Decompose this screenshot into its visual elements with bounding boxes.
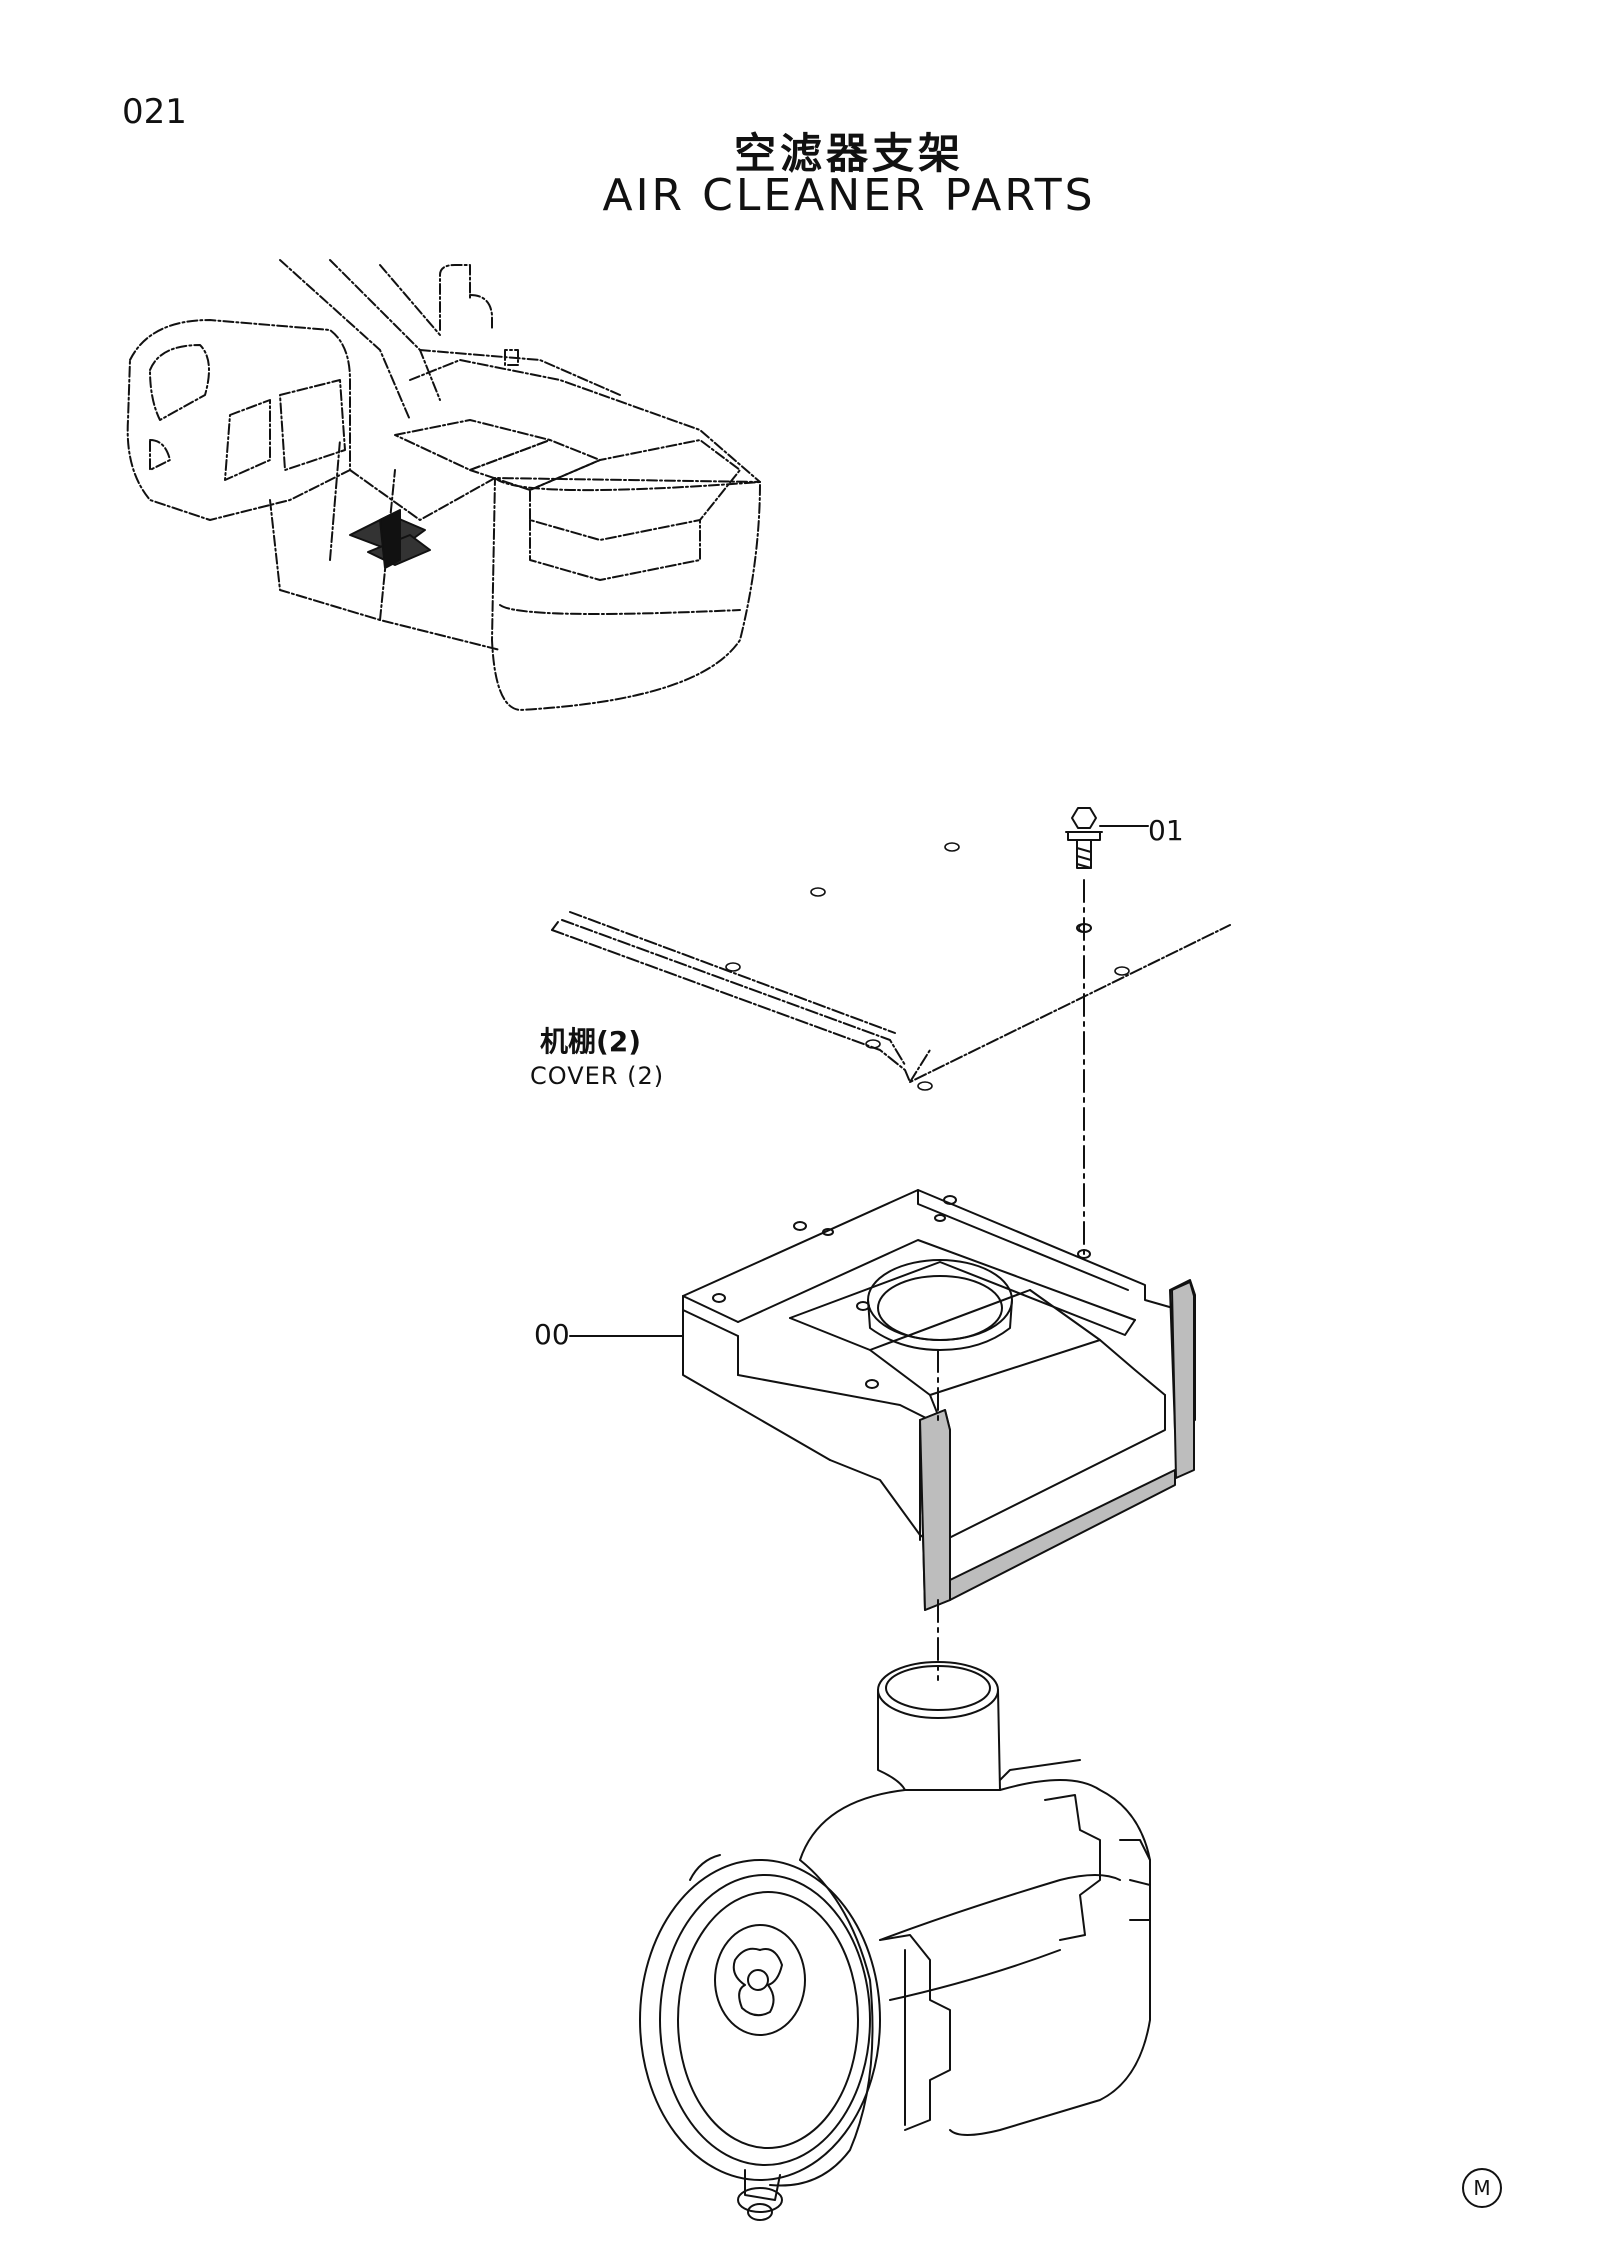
cover-panel-drawing [551,911,1231,1083]
cover-label-english: COVER (2) [530,1062,665,1090]
corner-mark-circle: M [1462,2168,1502,2208]
cover-panel-holes [725,842,1130,1091]
page-number: 021 [122,92,187,132]
air-cleaner-drawing [639,1661,1151,2221]
title-english: AIR CLEANER PARTS [602,170,1096,221]
excavator-overview-drawing [126,259,761,711]
cover-label-chinese: 机棚(2) [540,1025,642,1058]
highlight-location-marker [349,509,431,569]
cover-bolt-hole [1076,923,1092,933]
gasket-strips [919,1281,1195,1611]
callout-bolt-01: 01 [1148,814,1184,847]
callout-bracket-00: 00 [534,1318,570,1351]
bracket-drawing [569,1189,1196,1611]
title-chinese: 空滤器支架 [733,129,964,178]
bolt-drawing [1065,807,1149,869]
